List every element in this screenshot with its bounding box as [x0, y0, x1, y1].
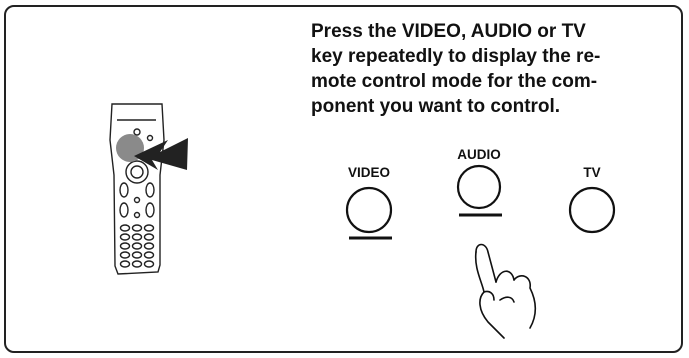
audio-button[interactable] — [458, 166, 500, 208]
tv-key-label: TV — [583, 165, 600, 180]
tv-button[interactable] — [570, 188, 614, 232]
audio-key-label: AUDIO — [457, 147, 501, 162]
pressing-hand-icon — [476, 245, 536, 339]
remote-control-icon — [110, 104, 164, 274]
tv-key[interactable]: TV — [570, 165, 614, 232]
video-button[interactable] — [347, 188, 391, 232]
video-key-label: VIDEO — [348, 165, 390, 180]
video-key[interactable]: VIDEO — [347, 165, 392, 238]
audio-key[interactable]: AUDIO — [457, 147, 502, 215]
